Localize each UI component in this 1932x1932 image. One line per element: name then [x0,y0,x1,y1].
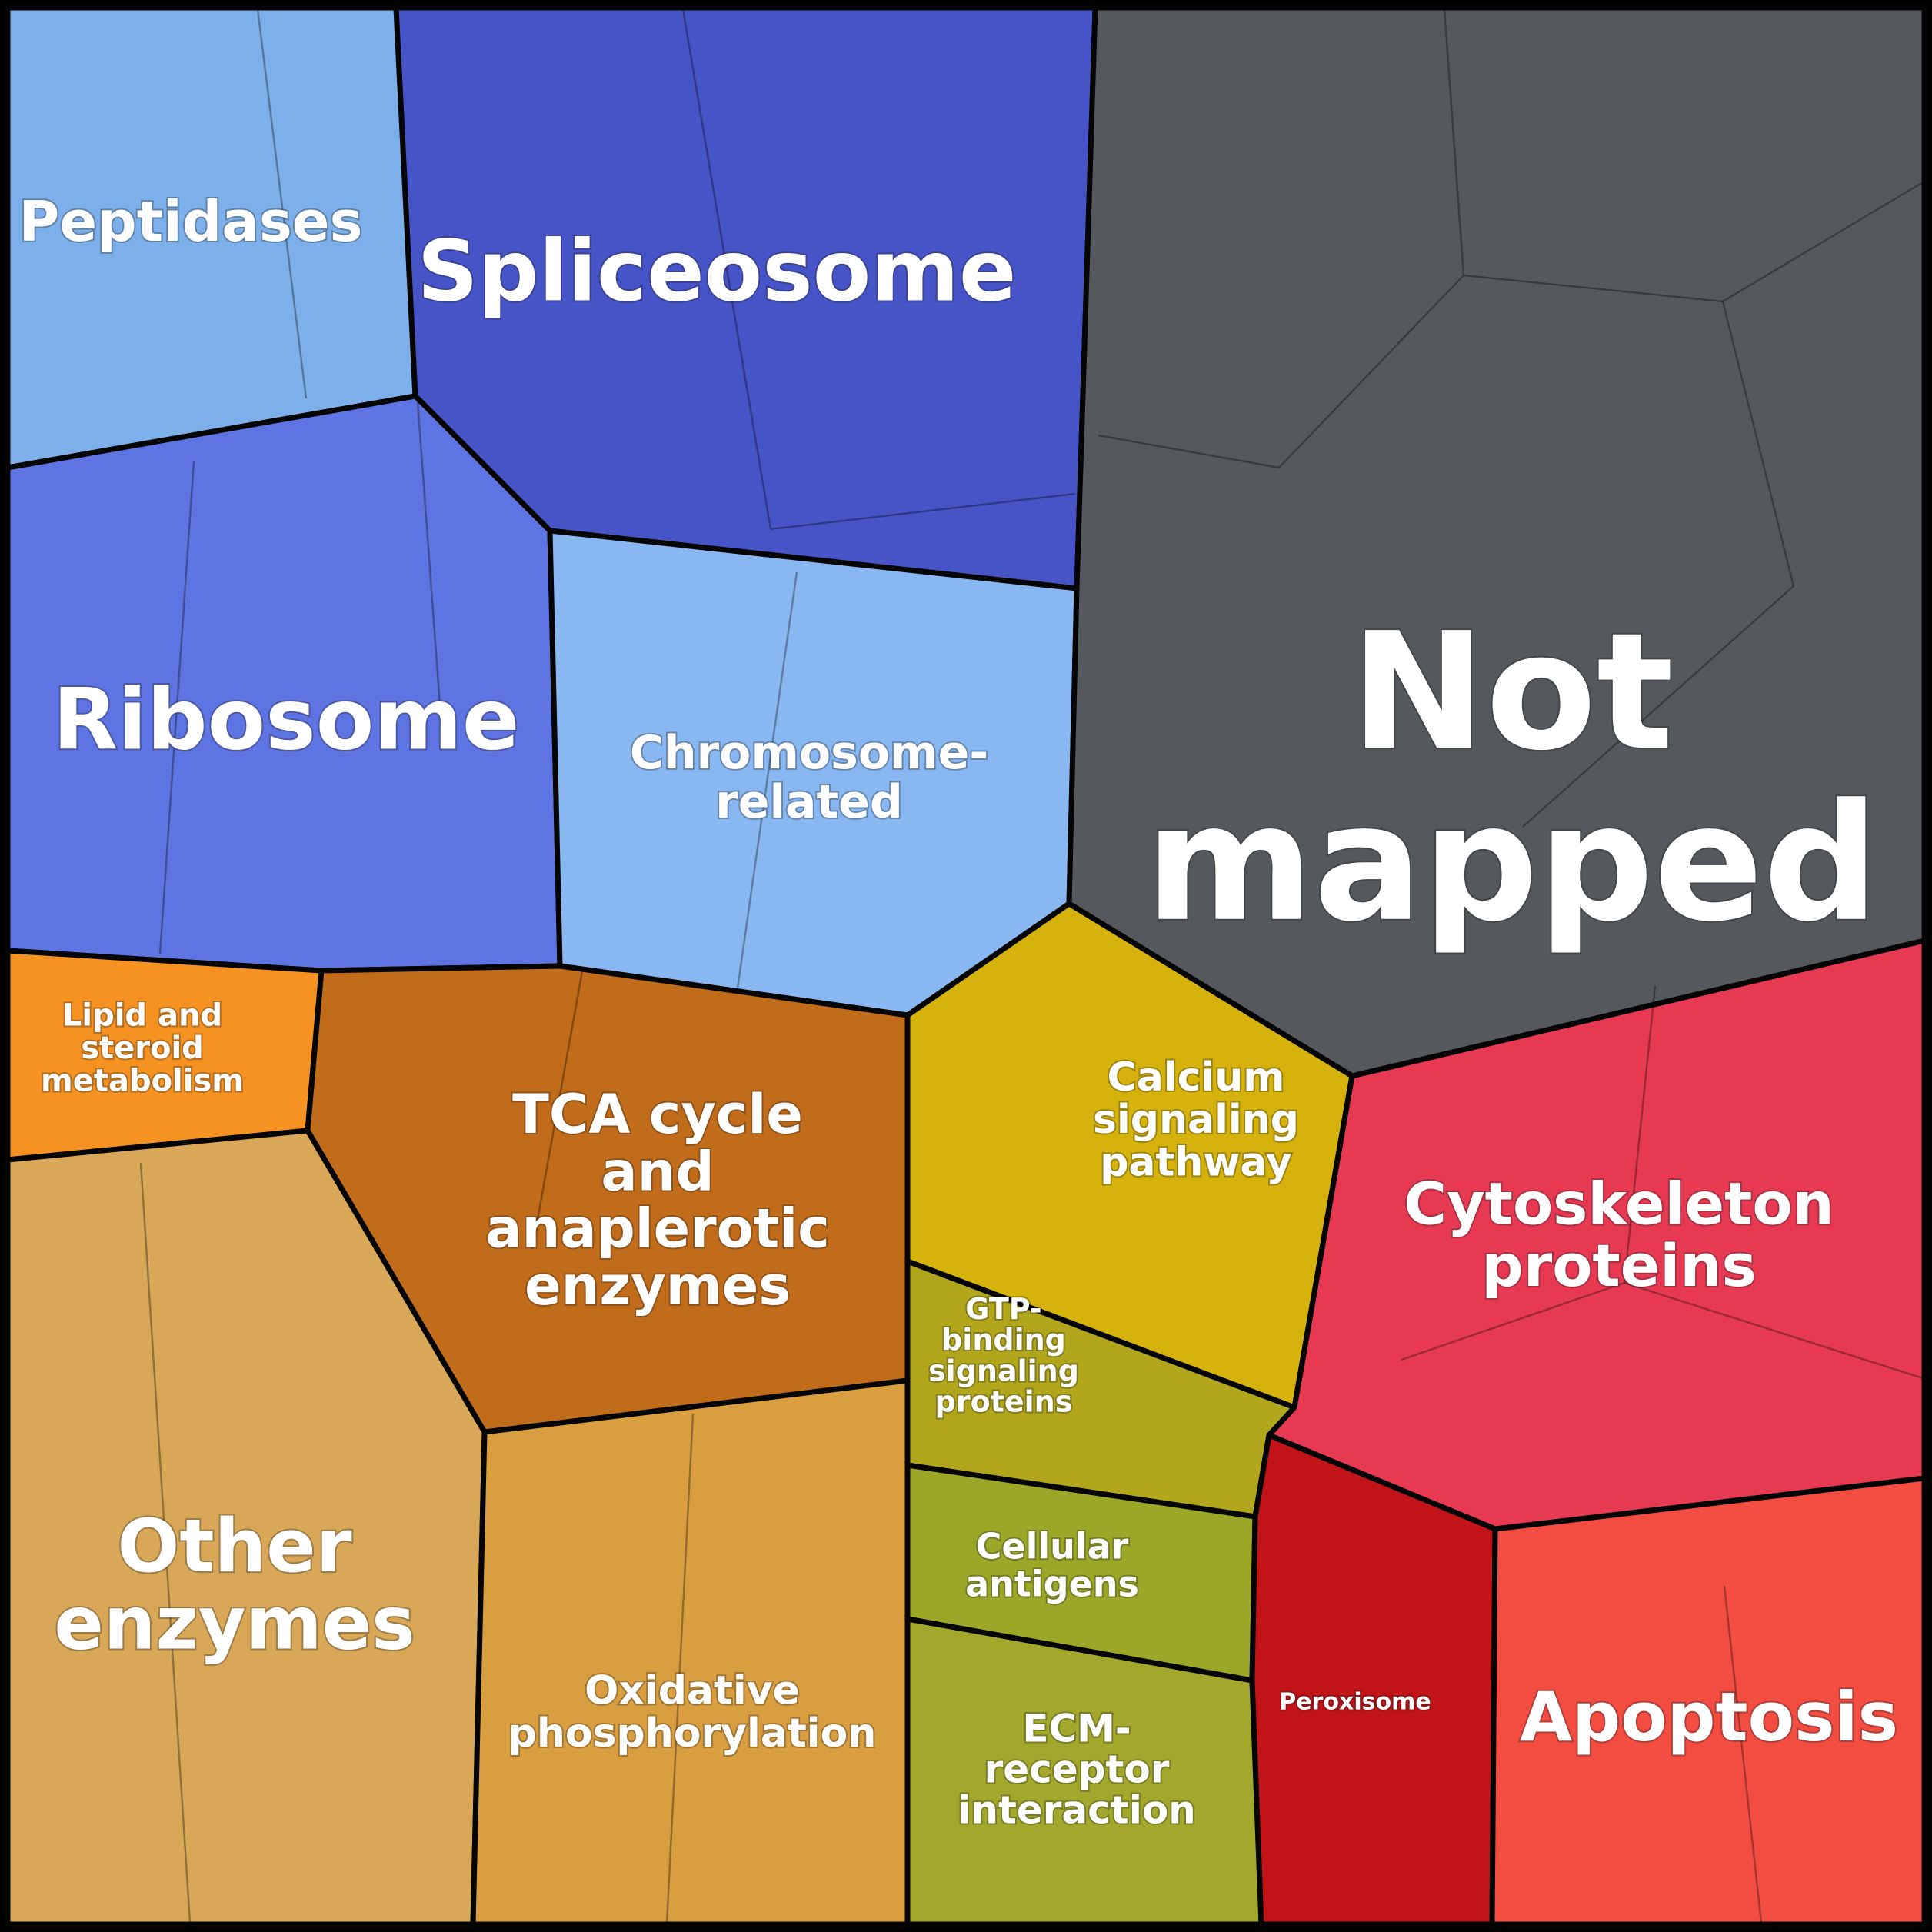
subcell-divider [1722,181,1924,303]
subcell-divider [1278,275,1464,468]
subcell-divider [1401,1281,1625,1361]
subcell-divider [1463,274,1724,303]
subcell-divider [1522,585,1794,828]
cell-ribosome[interactable] [5,393,563,974]
subcell-divider [1443,8,1465,276]
cell-chromosome-related[interactable] [547,528,1080,1018]
subcell-divider [665,1413,695,1924]
subcell-divider [139,1162,192,1924]
subcell-divider [1721,301,1795,587]
subcell-divider [681,8,772,530]
subcell-divider [1098,434,1280,469]
subcell-divider [256,8,308,399]
cell-lipid-steroid-metabolism[interactable] [5,948,325,1163]
cell-peptidases[interactable] [5,5,418,471]
subcell-divider [770,492,1076,531]
subcell-divider [1623,985,1657,1284]
subcell-divider [735,571,798,994]
cell-apoptosis[interactable] [1489,1475,1927,1927]
subcell-divider [1723,1585,1763,1924]
subcell-divider [1624,1281,1924,1380]
subcell-divider [158,461,195,954]
subcell-divider [531,971,584,1250]
cell-not-mapped[interactable] [1066,5,1927,1079]
subcell-divider [416,401,444,738]
